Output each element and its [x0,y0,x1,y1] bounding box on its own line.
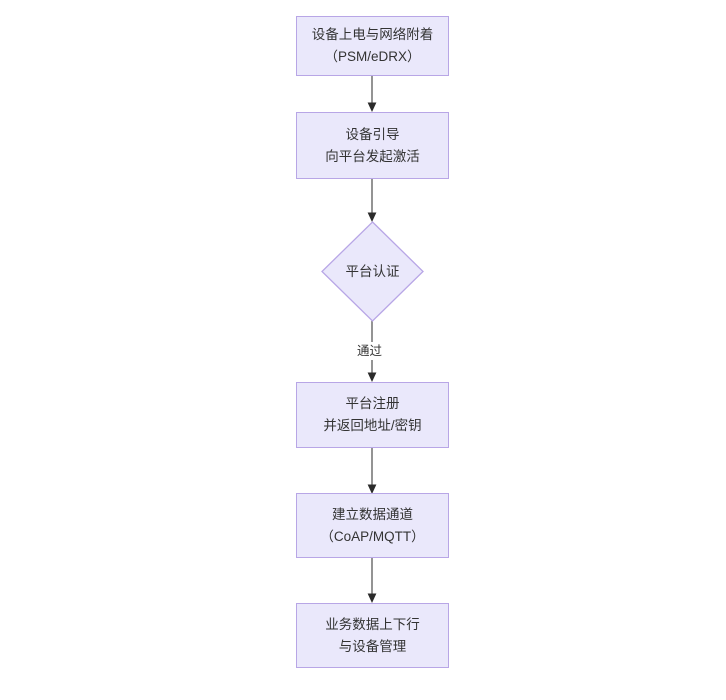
node-bootstrap-line-2: 向平台发起激活 [325,148,420,164]
node-service-data-line-2: 与设备管理 [338,638,407,654]
node-data-channel-line-1: 建立数据通道 [332,506,413,522]
node-power-on-line-1: 设备上电与网络附着 [311,27,434,42]
node-platform-register-line-2: 并返回地址/密钥 [323,418,422,433]
node-data-channel[interactable]: 建立数据通道 （CoAP/MQTT） [296,493,449,558]
node-service-data[interactable]: 业务数据上下行 与设备管理 [296,603,449,668]
node-platform-register[interactable]: 平台注册 并返回地址/密钥 [296,382,449,448]
node-platform-register-line-1: 平台注册 [345,396,400,411]
connector-bootstrap-to-platform-auth [362,178,382,224]
node-power-on[interactable]: 设备上电与网络附着 （PSM/eDRX） [296,16,449,76]
node-power-on-line-2: （PSM/eDRX） [324,49,421,64]
node-bootstrap[interactable]: 设备引导 向平台发起激活 [296,112,449,179]
node-data-channel-line-2: （CoAP/MQTT） [320,528,425,544]
node-bootstrap-line-1: 设备引导 [345,126,400,142]
node-platform-auth[interactable]: 平台认证 [321,221,424,322]
edge-label-pass: 通过 [354,342,386,360]
node-service-data-line-1: 业务数据上下行 [325,616,420,632]
connector-power-on-to-bootstrap [362,74,382,114]
diamond-shape [321,221,424,322]
connector-platform-register-to-data-channel [362,446,382,496]
connector-data-channel-to-service-data [362,556,382,605]
